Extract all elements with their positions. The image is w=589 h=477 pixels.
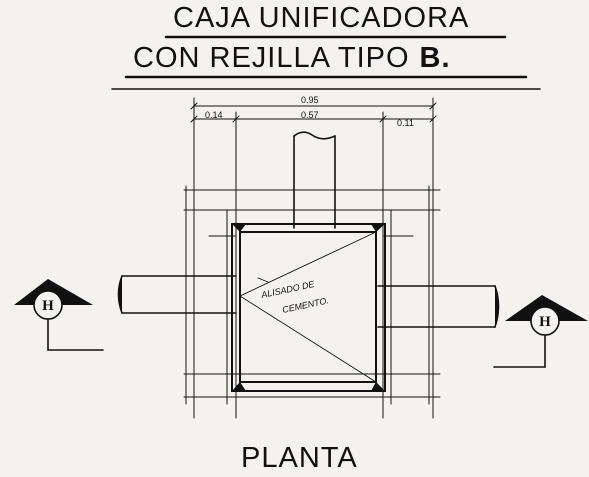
- dimension-lines: [190, 97, 437, 419]
- dim-center: 0.57: [301, 110, 319, 120]
- dim-right: 0.11: [397, 118, 414, 128]
- type-letter: B.: [419, 42, 451, 74]
- left-inlet-pipe: [117, 275, 237, 314]
- section-marker-left: [14, 279, 104, 351]
- right-outlet-pipe: [377, 285, 500, 328]
- construction-grid: [183, 185, 441, 405]
- section-mark-left-label: H: [42, 298, 54, 314]
- drawing-caption: PLANTA: [241, 442, 358, 474]
- dim-left: 0.14: [205, 110, 223, 120]
- box-walls: [231, 223, 386, 392]
- dim-total: 0.95: [301, 95, 319, 105]
- drawing-title-line-1: CAJA UNIFICADORA: [173, 2, 470, 34]
- top-inlet-pipe: [293, 131, 336, 229]
- section-mark-right-label: H: [539, 314, 551, 330]
- cement-finish-lines: [239, 231, 377, 383]
- annotation-line-2: CEMENTO.: [281, 295, 329, 315]
- section-marker-right: [493, 295, 588, 368]
